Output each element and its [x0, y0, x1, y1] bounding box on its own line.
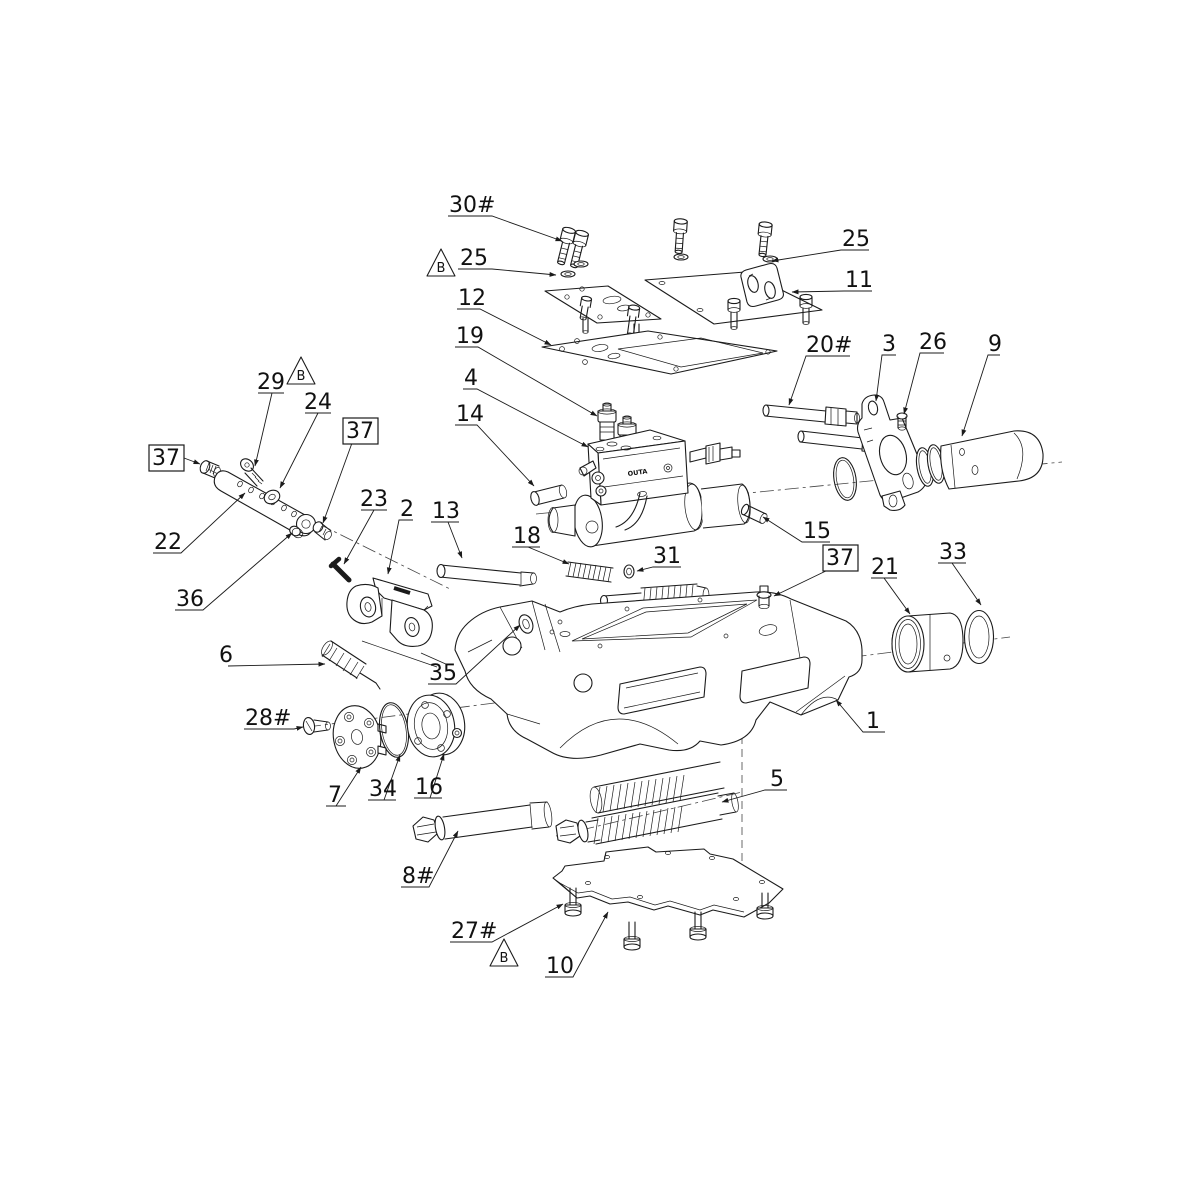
view-flags: B B B [286, 248, 519, 967]
part-plate-10 [552, 846, 784, 918]
callout-26: 26 [919, 330, 947, 355]
callout-29: 29 [257, 370, 285, 395]
callout-20: 20# [806, 333, 852, 358]
callout-27: 27# [451, 919, 497, 944]
part-body-1 [454, 591, 863, 759]
part-plate-upper-right [644, 262, 823, 330]
callout-37-a: 37 [346, 419, 374, 444]
valve-port-label: OUTA [627, 467, 648, 478]
part-pin-23 [328, 556, 352, 583]
part-bracket-11 [740, 262, 784, 308]
callout-13: 13 [432, 499, 460, 524]
callout-23: 23 [360, 487, 388, 512]
part-spring-18 [565, 561, 614, 583]
callout-35: 35 [429, 661, 457, 686]
part-bolts-27 [564, 887, 774, 951]
callout-16: 16 [415, 775, 443, 800]
callout-12: 12 [458, 286, 486, 311]
part-pin-14 [530, 484, 568, 506]
part-plug-37-left [199, 460, 221, 479]
part-screw-28 [302, 716, 331, 736]
part-nut-36 [289, 525, 304, 539]
part-screw-37-right [312, 521, 332, 541]
callout-leaders [153, 215, 1000, 978]
part-bushing-21 [891, 612, 964, 673]
callout-8: 8# [402, 864, 434, 889]
callout-34: 34 [369, 777, 397, 802]
part-oring-32 [833, 457, 857, 501]
part-tubes-20 [762, 404, 892, 454]
part-valve-4: OUTA [547, 429, 751, 548]
part-ring-33 [963, 609, 995, 665]
part-lever-2 [346, 577, 433, 647]
part-disc-7 [332, 705, 387, 769]
part-gasket-12 [541, 330, 778, 375]
callout-22: 22 [154, 530, 182, 555]
callout-31: 31 [653, 544, 681, 569]
part-spring-5-upper [589, 761, 725, 814]
callout-3: 3 [882, 332, 896, 357]
part-screws-30 [557, 218, 773, 269]
part-screw-26 [896, 412, 908, 431]
part-plate-upper-left [544, 285, 662, 339]
callout-33: 33 [939, 540, 967, 565]
callout-37-c: 37 [826, 546, 854, 571]
callout-5: 5 [770, 767, 784, 792]
part-spring-5-lower [555, 792, 739, 845]
part-fitting-37-top [756, 585, 772, 610]
view-flag-b-top: B [437, 261, 446, 276]
part-ring-31 [623, 564, 635, 579]
callout-25b: 25 [842, 227, 870, 252]
callout-28: 28# [245, 706, 291, 731]
callout-2: 2 [400, 497, 414, 522]
part-bushing-16 [406, 692, 466, 758]
part-pin-15 [740, 503, 768, 524]
callout-14: 14 [456, 402, 484, 427]
callout-15: 15 [803, 519, 831, 544]
callout-11: 11 [845, 268, 873, 293]
callout-25a: 25 [460, 246, 488, 271]
part-washers-25 [560, 253, 778, 278]
view-flag-b-left: B [297, 369, 306, 384]
callout-labels: 30# 25 25 11 12 19 4 14 20# 3 26 9 29 24… [154, 193, 1002, 979]
callout-18: 18 [513, 524, 541, 549]
callout-24: 24 [304, 390, 332, 415]
part-arm-22 [213, 470, 317, 537]
callout-4: 4 [464, 366, 478, 391]
view-flag-b-bottom: B [500, 951, 509, 966]
callout-36: 36 [176, 587, 204, 612]
callout-21: 21 [871, 555, 899, 580]
callout-7: 7 [328, 783, 342, 808]
part-spring-6 [321, 640, 381, 690]
callout-19: 19 [456, 324, 484, 349]
part-cylinder-9 [940, 430, 1044, 490]
callout-1: 1 [866, 709, 880, 734]
callout-6: 6 [219, 643, 233, 668]
part-bracket-3 [856, 394, 927, 511]
boxed-callouts: 37 37 37 [148, 417, 859, 572]
callout-37-b: 37 [152, 446, 180, 471]
callout-30: 30# [449, 193, 495, 218]
part-pin-13 [436, 563, 537, 587]
callout-9: 9 [988, 332, 1002, 357]
callout-10: 10 [546, 954, 574, 979]
part-bolt-8 [412, 801, 553, 843]
